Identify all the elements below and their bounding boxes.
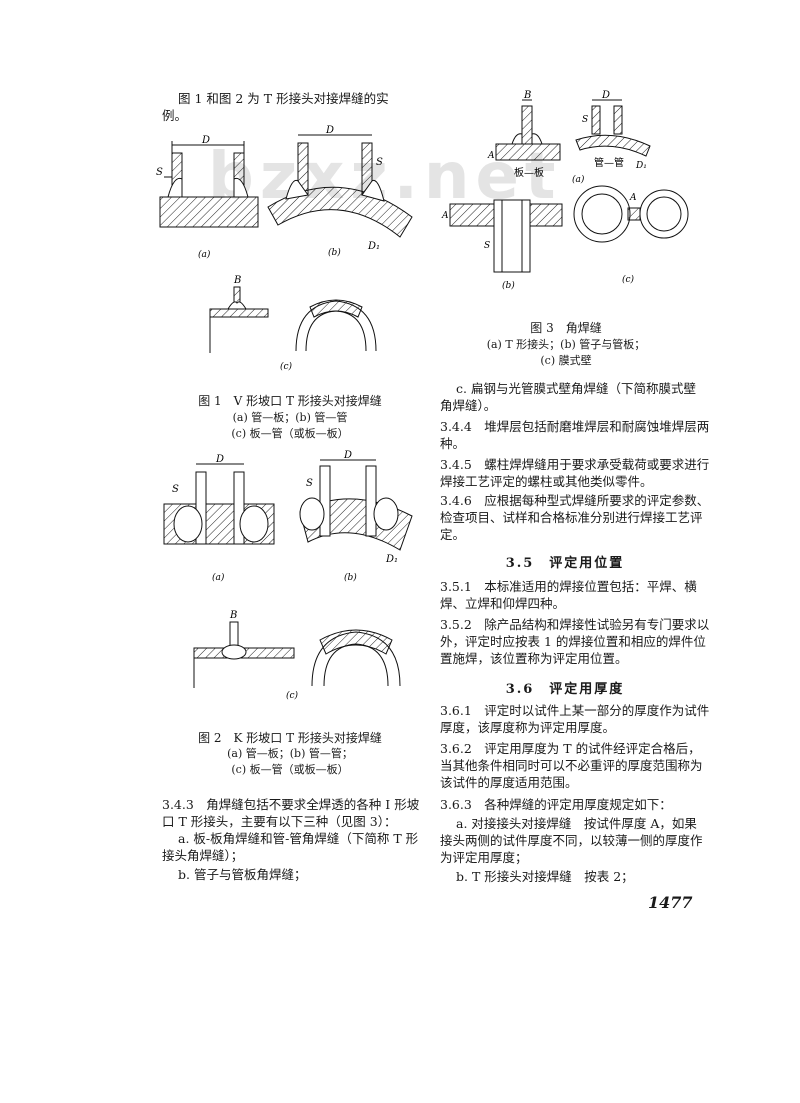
para-3-6-2-line-2: 当其他条件相同时可以不必重评的厚度范围称为 bbox=[440, 758, 703, 773]
para-3-6-2-line-1: 3.6.2 评定用厚度为 T 的试件经评定合格后， bbox=[440, 741, 701, 756]
fig1c-plate-pipe bbox=[209, 286, 377, 353]
para-b2: b. T 形接头对接焊缝 按表 2； bbox=[456, 869, 634, 884]
para-3-5-1-line-1: 3.5.1 本标准适用的焊接位置包括：平焊、横 bbox=[440, 579, 697, 594]
fig3c-label: (c) bbox=[622, 274, 635, 285]
fig3b-pipe-tubesheet bbox=[449, 199, 563, 273]
fig2b-pipe-pipe bbox=[299, 459, 413, 551]
fig2a-s-label: S bbox=[172, 484, 179, 495]
fig1b-s-label: S bbox=[376, 157, 383, 168]
fig2a-label: (a) bbox=[212, 572, 225, 583]
fig3a-d-label: D bbox=[601, 90, 610, 101]
para-3-4-6-line-3: 定。 bbox=[440, 527, 466, 542]
para-3-5-1-line-2: 焊、立焊和仰焊四种。 bbox=[440, 596, 566, 611]
fig3a-b-label: B bbox=[523, 90, 531, 101]
fig1c-label: (c) bbox=[280, 361, 293, 372]
fig2-sub2: (c) 板—管（或板—板） bbox=[231, 763, 349, 776]
para-3-5-2-line-3: 置施焊，该位置称为评定用位置。 bbox=[440, 651, 628, 666]
para-3-6-2-line-3: 该试件的厚度适用范围。 bbox=[440, 775, 578, 790]
figure-2-drawing: D S (a) D S D₁ (b) B (c) bbox=[163, 450, 413, 700]
fig2a-d-label: D bbox=[215, 454, 224, 465]
para-3-4-4-line-2: 种。 bbox=[440, 436, 466, 451]
para-3-4-6-line-1: 3.4.6 应根据每种型式焊缝所要求的评定参数、 bbox=[440, 493, 710, 508]
para-3-5-2-line-2: 外，评定时应按表 1 的焊接位置和相应的焊件位 bbox=[440, 634, 706, 649]
fig1a-d-label: D bbox=[201, 135, 210, 146]
fig3a-plate-plate-label: 板—板 bbox=[514, 166, 544, 179]
fig3-caption: 图 3 角焊缝 bbox=[530, 321, 602, 335]
fig3-sub1: (a) T 形接头；(b) 管子与管板； bbox=[486, 338, 646, 351]
figure-1-drawing: D S (a) D S D₁ (b) B (c) bbox=[156, 125, 413, 372]
fig1-caption: 图 1 V 形坡口 T 形接头对接焊缝 bbox=[198, 394, 382, 408]
fig1b-pipe-pipe bbox=[267, 134, 413, 238]
fig3c-a-label: A bbox=[629, 193, 637, 203]
para-a-line-2: 接头角焊缝）； bbox=[162, 848, 244, 863]
fig1a-s-label: S bbox=[156, 167, 163, 178]
para-3-6-3: 3.6.3 各种焊缝的评定用厚度规定如下： bbox=[440, 797, 672, 812]
fig3a-pipe-pipe-label: 管—管 bbox=[594, 156, 624, 169]
para-c-line-2: 角焊缝）。 bbox=[440, 398, 497, 413]
fig1b-d-label: D bbox=[325, 125, 334, 136]
para-3-4-5-line-2: 焊接工艺评定的螺柱或其他类似零件。 bbox=[440, 474, 653, 489]
fig1b-d1-label: D₁ bbox=[367, 241, 380, 252]
fig2c-plate-pipe bbox=[193, 621, 401, 688]
para-3-4-5-line-1: 3.4.5 螺柱焊焊缝用于要求承受载荷或要求进行 bbox=[440, 457, 710, 472]
fig3b-label: (b) bbox=[502, 280, 515, 291]
para-a2-line-3: 为评定用厚度； bbox=[440, 850, 528, 865]
fig3a-d1-label: D₁ bbox=[635, 161, 647, 171]
fig2-sub1: (a) 管—板；(b) 管—管； bbox=[227, 747, 353, 760]
fig2b-s-label: S bbox=[306, 478, 313, 489]
fig3a-s-label: S bbox=[582, 115, 588, 125]
para-3-4-6-line-2: 检查项目、试样和合格标准分别进行焊接工艺评 bbox=[440, 510, 703, 525]
fig2a-pipe-plate bbox=[163, 463, 275, 545]
fig3a-pipe-pipe bbox=[575, 99, 651, 157]
fig3-sub2: (c) 膜式壁 bbox=[540, 354, 592, 367]
fig3a-label: (a) bbox=[572, 174, 585, 185]
para-b: b. 管子与管板角焊缝； bbox=[178, 867, 307, 882]
fig2b-d-label: D bbox=[343, 450, 352, 461]
para-3-6-1-line-2: 厚度，该厚度称为评定用厚度。 bbox=[440, 720, 616, 735]
para-3-6-1-line-1: 3.6.1 评定时以试件上某一部分的厚度作为试件 bbox=[440, 703, 710, 718]
fig3a-plate-plate bbox=[495, 99, 561, 161]
fig1b-label: (b) bbox=[328, 247, 341, 258]
para-a2-line-2: 接头两侧的试件厚度不同，以较薄一侧的厚度作 bbox=[440, 833, 703, 848]
section-3-6-heading: 3.6 评定用厚度 bbox=[505, 682, 625, 697]
fig3a-a-label: A bbox=[487, 151, 495, 161]
fig3b-s-label: S bbox=[484, 241, 490, 251]
para-c-line-1: c. 扁钢与光管膜式壁角焊缝（下简称膜式壁 bbox=[456, 381, 696, 396]
para-3-4-3-line-2: 口 T 形接头，主要有以下三种（见图 3）： bbox=[162, 814, 397, 829]
fig1c-b-label: B bbox=[233, 275, 241, 286]
fig2-caption: 图 2 K 形坡口 T 形接头对接焊缝 bbox=[198, 731, 382, 745]
para-3-4-3-line-1: 3.4.3 角焊缝包括不要求全焊透的各种 I 形坡 bbox=[162, 797, 420, 812]
fig2b-label: (b) bbox=[344, 572, 357, 583]
figure-3-drawing: B A 板—板 D S 管—管 D₁ (a) A S (b) A (c) bbox=[441, 90, 689, 291]
fig2b-d1-label: D₁ bbox=[385, 554, 398, 565]
para-a2-line-1: a. 对接接头对接焊缝 按试件厚度 A，如果 bbox=[456, 816, 697, 831]
para-3-5-2-line-1: 3.5.2 除产品结构和焊接性试验另有专门要求以 bbox=[440, 617, 710, 632]
fig3c-membrane-wall bbox=[573, 185, 689, 243]
fig2c-b-label: B bbox=[229, 610, 237, 621]
fig1-sub1: (a) 管—板；(b) 管—管 bbox=[232, 411, 348, 424]
section-3-5-heading: 3.5 评定用位置 bbox=[505, 556, 625, 571]
intro-line-2: 例。 bbox=[162, 108, 188, 123]
fig2c-label: (c) bbox=[286, 690, 299, 700]
para-3-4-4-line-1: 3.4.4 堆焊层包括耐磨堆焊层和耐腐蚀堆焊层两 bbox=[440, 419, 710, 434]
para-a-line-1: a. 板-板角焊缝和管-管角焊缝（下简称 T 形 bbox=[178, 831, 419, 846]
page-number: 1477 bbox=[648, 893, 693, 912]
fig1-sub2: (c) 板—管（或板—板） bbox=[231, 427, 349, 440]
fig3b-a-label: A bbox=[441, 211, 449, 221]
fig1a-pipe-plate bbox=[159, 141, 259, 228]
intro-line-1: 图 1 和图 2 为 T 形接头对接焊缝的实 bbox=[178, 91, 389, 106]
fig1a-label: (a) bbox=[198, 249, 211, 260]
